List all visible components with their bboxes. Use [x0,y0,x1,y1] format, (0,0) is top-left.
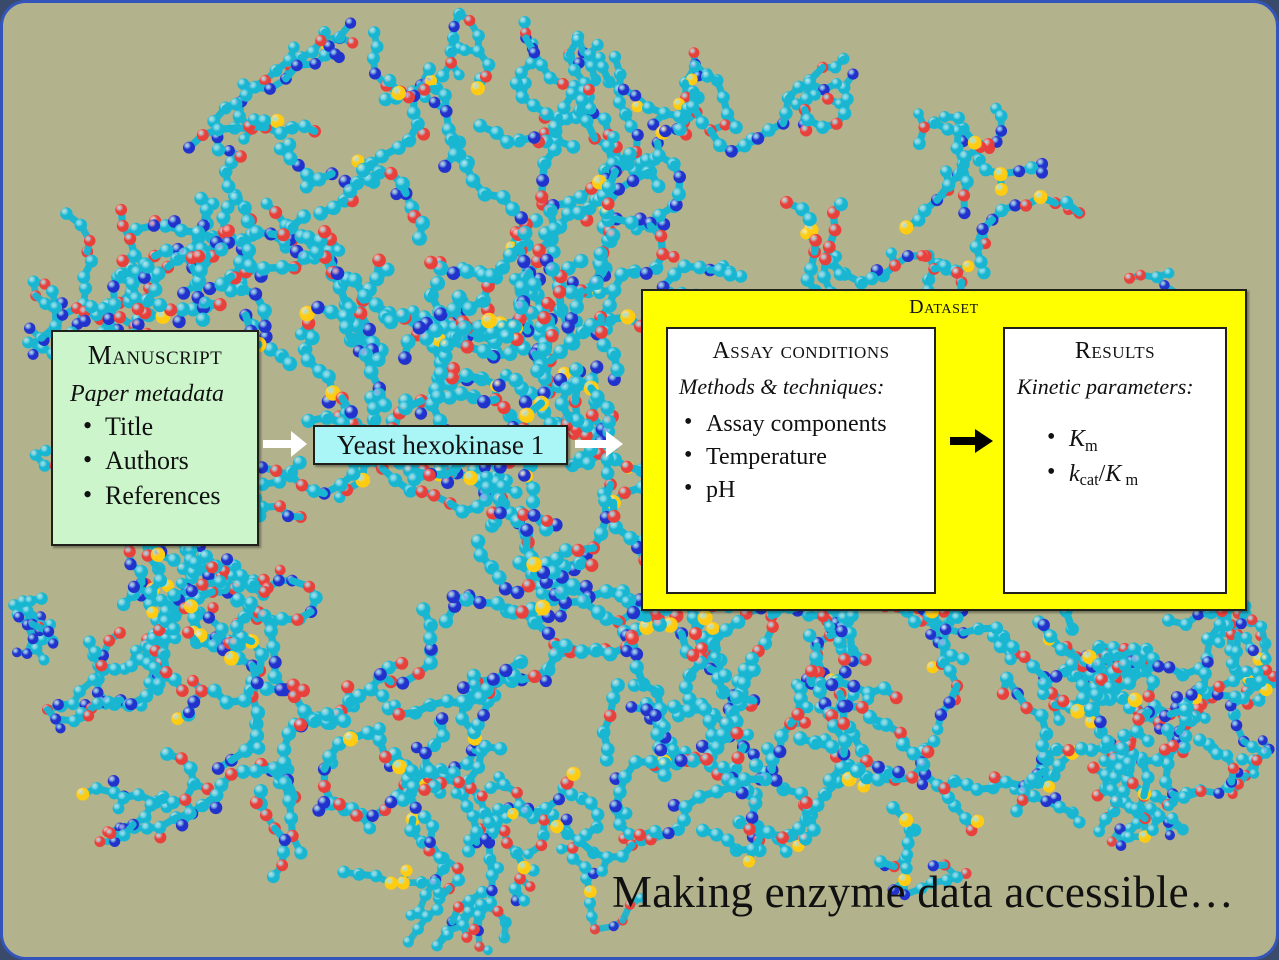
dataset-title: Dataset [909,296,979,318]
enzyme-name-box: Yeast hexokinase 1 [313,425,568,465]
manuscript-box: Manuscript Paper metadata Title Authors … [51,330,259,546]
arrow-right-icon [573,426,625,467]
assay-conditions-list: Assay components Temperature pH [668,406,934,507]
results-panel: Results Kinetic parameters: Km kcat/K m [1003,327,1227,594]
list-item: Assay components [684,406,934,441]
list-item: pH [684,472,934,507]
assay-conditions-panel: Assay conditions Methods & techniques: A… [666,327,936,594]
slide-caption: Making enzyme data accessible… [611,867,1234,917]
dataset-box: Dataset Assay conditions Methods & techn… [641,289,1247,611]
list-item: Title [83,409,257,444]
manuscript-list: Title Authors References [53,409,257,513]
results-list: Km kcat/K m [1005,420,1225,492]
kinetic-param-variable: K [1069,426,1086,452]
kinetic-param-subscript: m [1085,435,1098,455]
arrow-right-icon [261,426,309,467]
manuscript-title: Manuscript [87,340,223,370]
arrow-right-icon [949,425,995,462]
results-title: Results [1074,338,1156,364]
list-item: Temperature [684,439,934,474]
list-item: Km [1047,420,1225,457]
kinetic-param-subscript: cat [1079,470,1099,490]
assay-conditions-subtitle: Methods & techniques: [679,374,885,399]
list-item: Authors [83,443,257,478]
list-item: References [83,478,257,513]
results-subtitle: Kinetic parameters: [1017,374,1194,399]
manuscript-subtitle: Paper metadata [70,381,224,407]
enzyme-name-label: Yeast hexokinase 1 [336,429,545,460]
assay-conditions-title: Assay conditions [712,338,890,364]
kinetic-param-variable: k [1069,460,1080,487]
list-item: kcat/K m [1047,455,1225,492]
kinetic-param-tail: /K m [1098,460,1139,490]
